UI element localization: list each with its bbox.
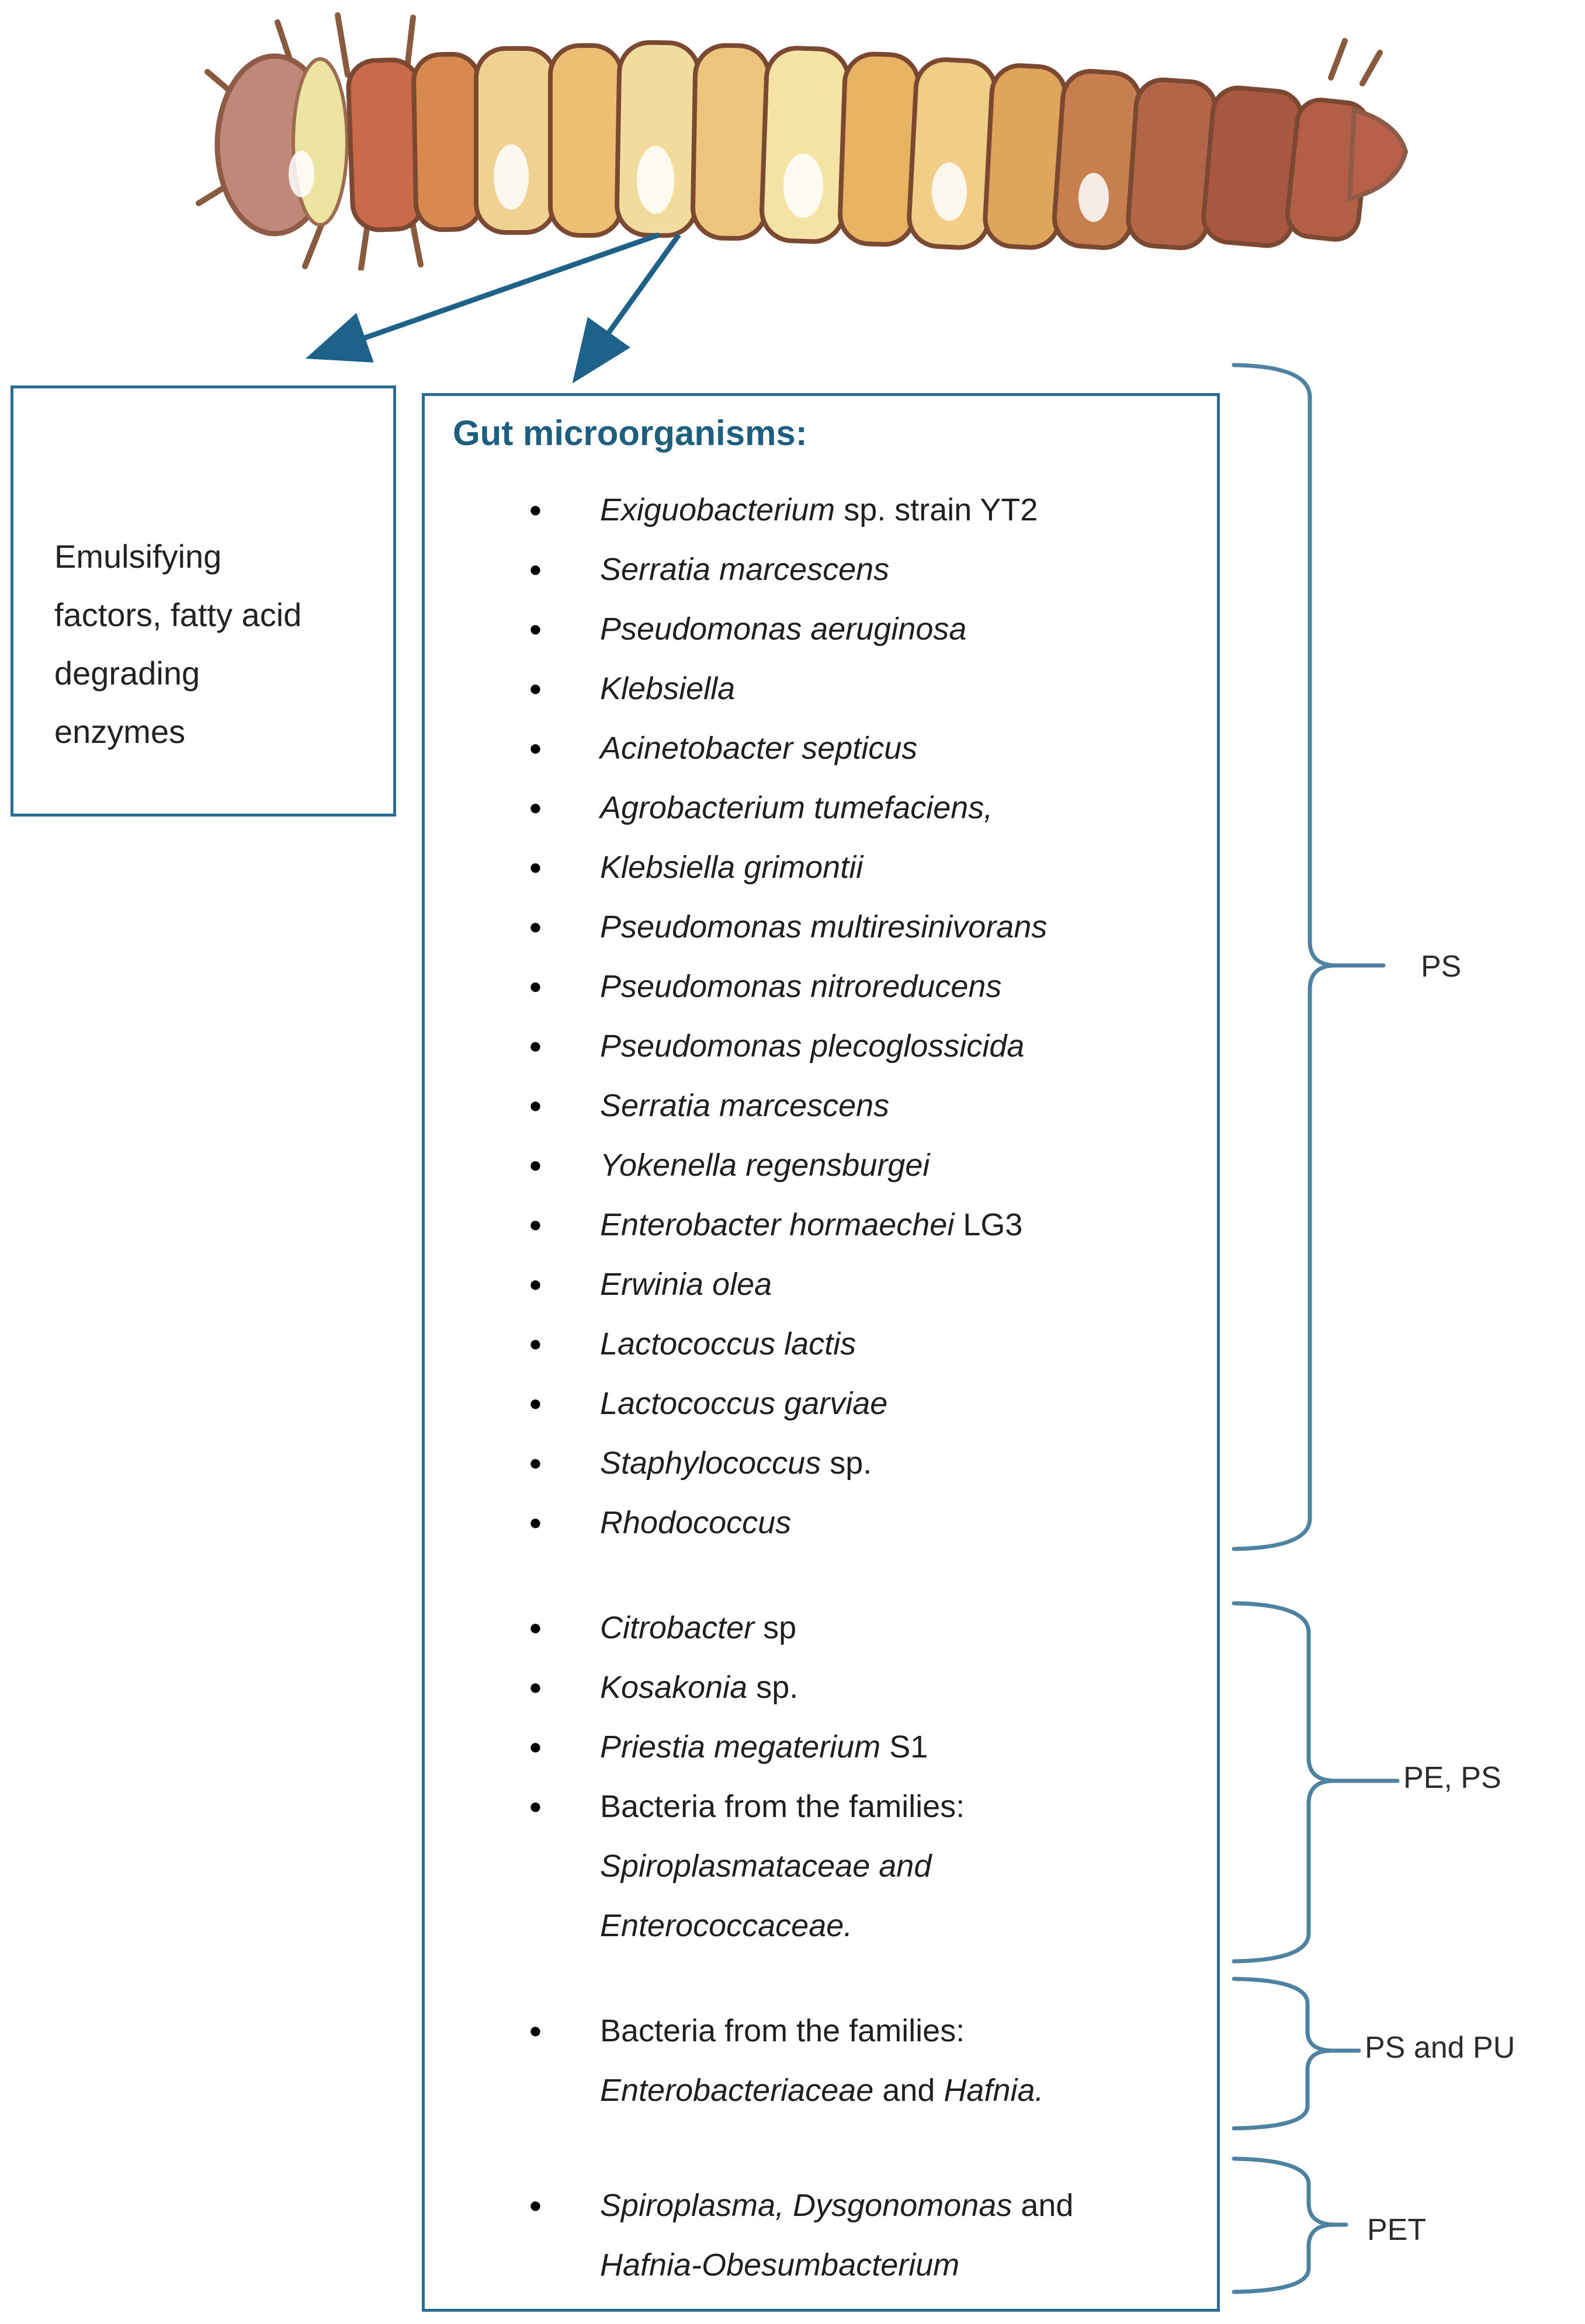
enzymes-text-line: Emulsifying — [54, 538, 222, 575]
species-list-item: Citrobacter sp — [529, 1598, 1205, 1658]
species-list-item: Lactococcus lactis — [529, 1314, 1205, 1374]
species-list-item: Spiroplasma, Dysgonomonas andHafnia-Obes… — [529, 2176, 1205, 2295]
plastic-label-ps: PS — [1421, 950, 1462, 984]
species-list-ps-and-pu: Bacteria from the families:Enterobacteri… — [425, 2001, 1217, 2120]
enzymes-text-line: degrading — [54, 655, 200, 692]
enzymes-text-line: enzymes — [54, 713, 186, 750]
gut-box-title: Gut microorganisms: — [453, 414, 807, 453]
species-list-pet: Spiroplasma, Dysgonomonas andHafnia-Obes… — [425, 2176, 1217, 2295]
species-list-item: Priestia megaterium S1 — [529, 1717, 1205, 1777]
species-list-item: Serratia marcescens — [529, 540, 1205, 599]
species-list-item: Pseudomonas nitroreducens — [529, 957, 1205, 1016]
species-list-item: Klebsiella grimontii — [529, 838, 1205, 897]
species-list-item: Lactococcus garviae — [529, 1374, 1205, 1433]
species-list-item: Klebsiella — [529, 659, 1205, 718]
species-list-ps: Exiguobacterium sp. strain YT2Serratia m… — [425, 480, 1217, 1552]
species-list-item: Yokenella regensburgei — [529, 1135, 1205, 1195]
enzymes-text-line: factors, fatty acid — [54, 596, 302, 633]
plastic-label-pet: PET — [1367, 2213, 1427, 2247]
species-list-item: Agrobacterium tumefaciens, — [529, 778, 1205, 838]
mealworm-larva-icon — [196, 12, 1408, 270]
species-list-item: Pseudomonas multiresinivorans — [529, 897, 1205, 957]
species-list-item: Rhodococcus — [529, 1493, 1205, 1552]
brace-ps — [1232, 363, 1386, 1551]
brace-pet — [1232, 2156, 1348, 2294]
brace-ps-and-pu — [1232, 1976, 1361, 2131]
species-list-item: Bacteria from the families:Enterobacteri… — [529, 2001, 1205, 2120]
species-list-item: Exiguobacterium sp. strain YT2 — [529, 480, 1205, 540]
species-list-item: Erwinia olea — [529, 1255, 1205, 1314]
plastic-label-pe-ps: PE, PS — [1403, 1761, 1501, 1795]
species-list-item: Bacteria from the families:Spiroplasmata… — [529, 1777, 1205, 1955]
brace-pe-ps — [1232, 1601, 1400, 1964]
plastic-label-ps-and-pu: PS and PU — [1365, 2031, 1515, 2065]
gut-microorganisms-box: Gut microorganisms: Exiguobacterium sp. … — [422, 393, 1220, 2312]
species-list-item: Staphylococcus sp. — [529, 1433, 1205, 1493]
enzymes-box: Emulsifying factors, fatty acid degradin… — [11, 385, 396, 817]
species-list-item: Kosakonia sp. — [529, 1658, 1205, 1717]
species-list-item: Pseudomonas plecoglossicida — [529, 1016, 1205, 1076]
species-list-item: Acinetobacter septicus — [529, 718, 1205, 778]
species-list-item: Serratia marcescens — [529, 1076, 1205, 1135]
species-list-item: Pseudomonas aeruginosa — [529, 599, 1205, 659]
species-list-item: Enterobacter hormaechei LG3 — [529, 1195, 1205, 1255]
species-list-pe-ps: Citrobacter spKosakonia sp.Priestia mega… — [425, 1598, 1217, 1955]
